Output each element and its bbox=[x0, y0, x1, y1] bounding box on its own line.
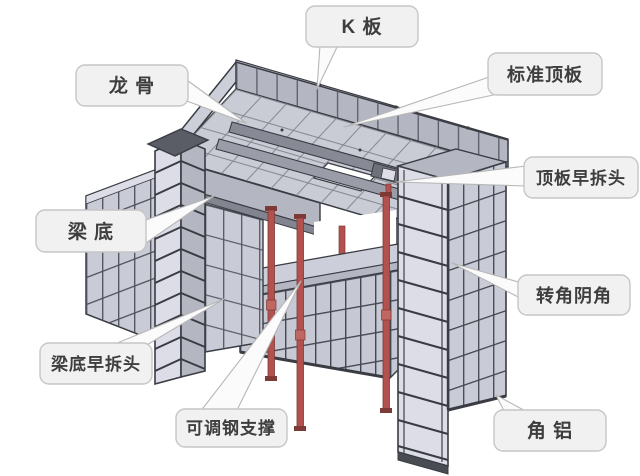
left-wall bbox=[85, 165, 164, 346]
callout-liang-di: 梁 底 bbox=[35, 209, 147, 253]
callout-box bbox=[493, 409, 607, 452]
callout-leader bbox=[316, 44, 339, 90]
steel-prop bbox=[294, 214, 306, 431]
callout-k-ban: K 板 bbox=[305, 5, 419, 48]
callout-label: 角 铝 bbox=[527, 419, 573, 442]
callout-jiao-lv: 角 铝 bbox=[493, 409, 607, 452]
callout-ketiao-gang-zhicheng: 可调钢支撑 bbox=[175, 408, 288, 448]
callout-liangdi-zaochaitou: 梁底早拆头 bbox=[39, 342, 153, 385]
callout-label: K 板 bbox=[341, 15, 382, 38]
callout-dingban-zaochaitou: 顶板早拆头 bbox=[523, 156, 639, 199]
callout-box bbox=[39, 342, 153, 385]
k-board-rim bbox=[163, 59, 509, 168]
callout-box bbox=[305, 5, 419, 48]
callout-label: 转角阴角 bbox=[536, 285, 612, 306]
steel-props bbox=[265, 192, 392, 431]
callout-label: 标准顶板 bbox=[506, 64, 583, 85]
callout-zhuanjiao-yinjiao: 转角阴角 bbox=[517, 274, 631, 316]
left-corner-column bbox=[146, 128, 210, 386]
left-front-wall bbox=[204, 203, 264, 353]
callout-leaders bbox=[109, 44, 530, 414]
callout-box bbox=[487, 52, 603, 96]
callout-box bbox=[175, 408, 288, 448]
callout-long-gu: 龙 骨 bbox=[75, 64, 189, 107]
callout-box bbox=[523, 156, 639, 199]
callout-box bbox=[35, 209, 147, 253]
callout-label: 顶板早拆头 bbox=[536, 168, 626, 188]
steel-prop bbox=[265, 206, 277, 381]
callout-label: 可调钢支撑 bbox=[186, 418, 276, 438]
steel-prop bbox=[380, 192, 392, 413]
callout-box bbox=[517, 274, 631, 316]
callout-label: 龙 骨 bbox=[109, 74, 155, 97]
callout-label: 梁底早拆头 bbox=[50, 354, 141, 374]
callout-label: 梁 底 bbox=[67, 220, 114, 243]
callout-biaozhun-dingban: 标准顶板 bbox=[487, 52, 603, 96]
callout-box bbox=[75, 64, 189, 107]
right-corner-column bbox=[395, 148, 509, 475]
